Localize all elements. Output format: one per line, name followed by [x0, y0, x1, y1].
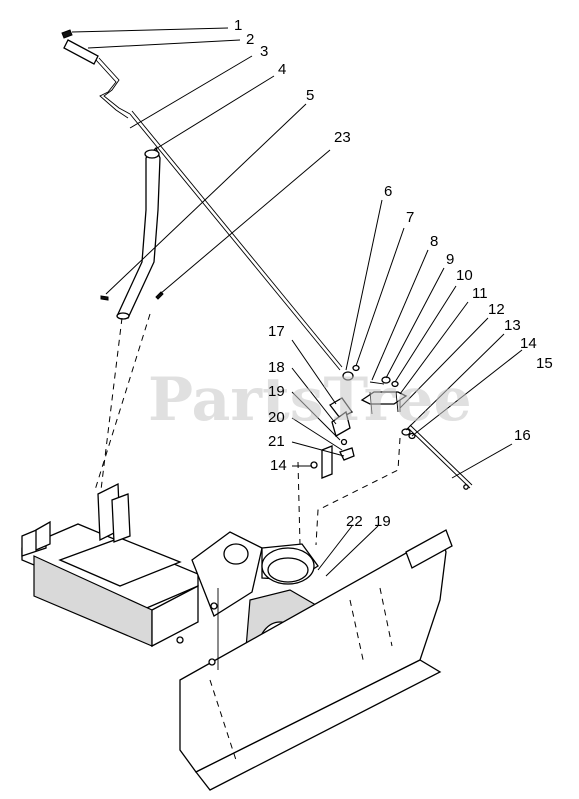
callout-15: 15: [536, 355, 553, 372]
watermark: PartsTree: [148, 365, 472, 435]
callout-22: 22: [346, 513, 363, 530]
callout-2: 2: [246, 31, 254, 48]
callout-labels: 1 2 3 4 5 23 6 7 8 9 10 11 12 13 14 15 1…: [234, 17, 553, 530]
callout-9: 9: [446, 251, 454, 268]
mounting-dashed-lines: [94, 313, 401, 546]
callout-1: 1: [234, 17, 242, 34]
callout-16: 16: [514, 427, 531, 444]
plow-blade: [179, 529, 453, 791]
callout-4: 4: [278, 61, 286, 78]
leader-lines: [71, 27, 523, 577]
callout-23: 23: [334, 129, 351, 146]
callout-19-upper: 19: [268, 383, 285, 400]
callout-3: 3: [260, 43, 268, 60]
callout-20: 20: [268, 409, 285, 426]
callout-18: 18: [268, 359, 285, 376]
callout-10: 10: [456, 267, 473, 284]
plow-frame: [21, 482, 199, 648]
callout-14-upper: 14: [520, 335, 537, 352]
callout-13: 13: [504, 317, 521, 334]
callout-14-lower: 14: [270, 457, 287, 474]
callout-5: 5: [306, 87, 314, 104]
callout-19-lower: 19: [374, 513, 391, 530]
crank-handle-assembly: [61, 29, 473, 490]
callout-21: 21: [268, 433, 285, 450]
callout-12: 12: [488, 301, 505, 318]
linkage-bracket-cluster: [310, 364, 416, 479]
callout-7: 7: [406, 209, 414, 226]
support-tube: [100, 146, 164, 320]
callout-6: 6: [384, 183, 392, 200]
callout-11: 11: [472, 285, 488, 302]
callout-17: 17: [268, 323, 285, 340]
callout-8: 8: [430, 233, 438, 250]
